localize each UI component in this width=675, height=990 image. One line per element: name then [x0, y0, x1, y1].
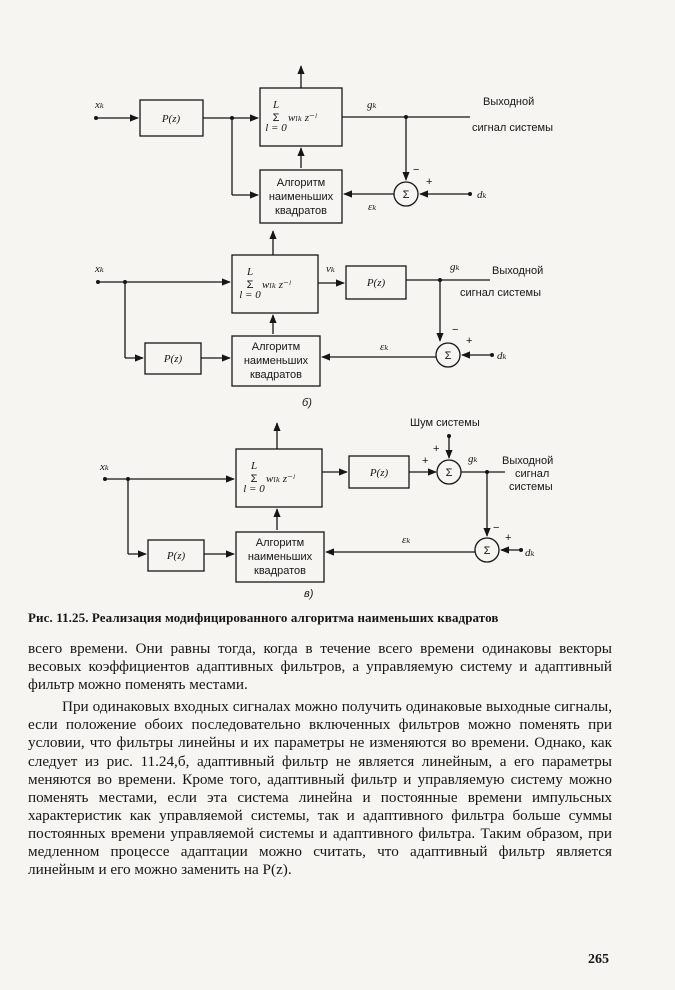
- summer-sigma: Σ: [484, 545, 491, 557]
- plus-sign: +: [505, 532, 511, 544]
- figure-caption: Рис. 11.25. Реализация модифицированного…: [28, 610, 499, 625]
- p-z-label: P(z): [166, 550, 186, 562]
- sum-lower-limit: l = 0: [239, 289, 261, 301]
- input-x-label: xₖ: [94, 99, 104, 111]
- plus-sign: +: [426, 176, 432, 188]
- lms-line1: Алгоритм: [256, 537, 305, 549]
- paragraph-2: При одинаковых входных сигналах можно по…: [28, 698, 612, 879]
- output-label-line3: системы: [509, 481, 553, 493]
- input-x-label: xₖ: [99, 461, 109, 473]
- noise-label: Шум системы: [410, 417, 480, 429]
- output-label-line2: сигнал: [515, 468, 549, 480]
- error-e-label: εₖ: [402, 534, 410, 546]
- minus-sign: −: [413, 164, 419, 176]
- diagram-c: xₖ L Σ l = 0 wₗₖ z⁻ˡ P(z) + Σ Шум систем…: [99, 417, 553, 600]
- block-diagrams-figure: xₖ P(z) L Σ l = 0 wₗₖ z⁻ˡ gₖ Выходной си…: [94, 65, 553, 600]
- sum-upper-limit: L: [250, 460, 257, 472]
- output-g-label: gₖ: [450, 261, 460, 273]
- summer-node: [435, 342, 461, 368]
- summer-node: [474, 537, 500, 563]
- lms-line1: Алгоритм: [252, 341, 301, 353]
- filter-term: wₗₖ z⁻ˡ: [266, 473, 295, 485]
- p-z-label: P(z): [161, 113, 181, 125]
- output-label-line2: сигнал системы: [472, 122, 553, 134]
- sum-upper-limit: L: [272, 99, 279, 111]
- lms-line3: квадратов: [250, 369, 302, 381]
- p-z-label: P(z): [366, 277, 386, 289]
- p-z-block-feedback: [147, 539, 205, 572]
- lms-block: [259, 169, 343, 224]
- output-label-line1: Выходной: [483, 96, 534, 108]
- summer-sigma: Σ: [446, 467, 453, 479]
- paragraph-1: всего времени. Они равны тогда, когда в …: [28, 640, 612, 694]
- summer-sigma: Σ: [445, 350, 452, 362]
- adaptive-filter-block: [235, 448, 323, 508]
- lms-line3: квадратов: [275, 205, 327, 217]
- lms-line2: наименьших: [269, 191, 334, 203]
- lms-line2: наименьших: [244, 355, 309, 367]
- p-z-block: [345, 265, 407, 300]
- output-g-label: gₖ: [367, 99, 377, 111]
- diagram-a: xₖ P(z) L Σ l = 0 wₗₖ z⁻ˡ gₖ Выходной си…: [94, 65, 553, 224]
- minus-sign: −: [452, 324, 458, 336]
- filter-term: wₗₖ z⁻ˡ: [288, 112, 317, 124]
- minus-sign: −: [493, 522, 499, 534]
- summer-sigma: Σ: [403, 189, 410, 201]
- output-label-line1: Выходной: [502, 455, 553, 467]
- lms-block: [235, 531, 325, 583]
- diagram-b: xₖ L Σ l = 0 wₗₖ z⁻ˡ vₖ P(z) gₖ Выходной…: [94, 230, 543, 409]
- inter-v-label: vₖ: [326, 263, 335, 275]
- sum-symbol: Σ: [247, 279, 254, 291]
- desired-d-label: dₖ: [477, 189, 487, 201]
- sum-lower-limit: l = 0: [243, 483, 265, 495]
- filter-term: wₗₖ z⁻ˡ: [262, 279, 291, 291]
- sum-symbol: Σ: [251, 473, 258, 485]
- lms-line2: наименьших: [248, 551, 313, 563]
- sum-upper-limit: L: [246, 266, 253, 278]
- error-e-label: εₖ: [380, 341, 388, 353]
- desired-d-label: dₖ: [497, 350, 507, 362]
- body-text: всего времени. Они равны тогда, когда в …: [28, 640, 612, 879]
- sublabel-c: в): [304, 588, 314, 600]
- plus-sign: +: [433, 443, 439, 455]
- lms-line3: квадратов: [254, 565, 306, 577]
- sum-symbol: Σ: [273, 112, 280, 124]
- p-z-label: P(z): [163, 353, 183, 365]
- p-z-label: P(z): [369, 467, 389, 479]
- sum-lower-limit: l = 0: [265, 122, 287, 134]
- plus-sign: +: [466, 335, 472, 347]
- lms-line1: Алгоритм: [277, 177, 326, 189]
- desired-d-label: dₖ: [525, 547, 535, 559]
- error-e-label: εₖ: [368, 201, 376, 213]
- output-label-line2: сигнал системы: [460, 287, 541, 299]
- input-x-label: xₖ: [94, 263, 104, 275]
- sublabel-b: б): [302, 397, 312, 409]
- lms-block: [231, 335, 321, 387]
- output-g-label: gₖ: [468, 453, 478, 465]
- output-label-line1: Выходной: [492, 265, 543, 277]
- adaptive-filter-block: [231, 254, 319, 314]
- plus-sign: +: [422, 455, 428, 467]
- page-number: 265: [588, 952, 609, 967]
